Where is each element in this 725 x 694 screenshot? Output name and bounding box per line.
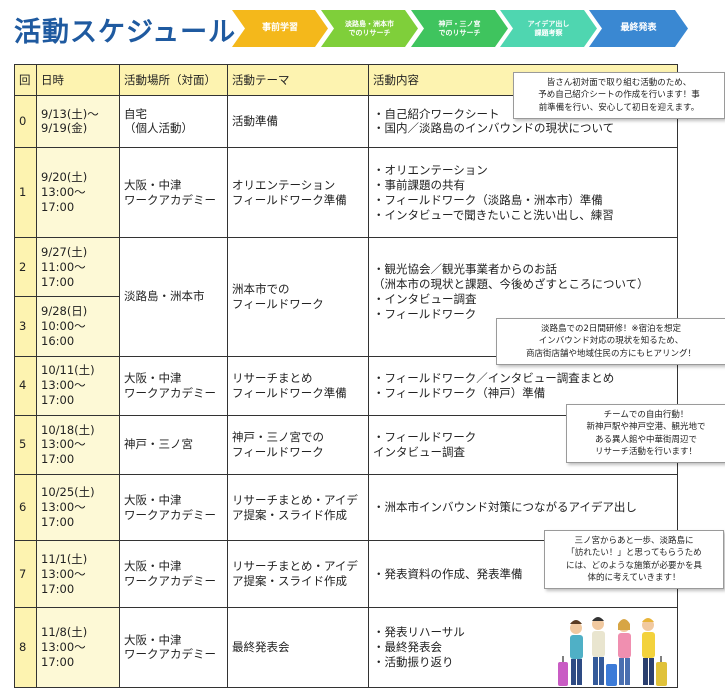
row-theme: リサーチまとめ・アイデ ア提案・スライド作成 (227, 540, 369, 608)
header-theme: 活動テーマ (227, 64, 369, 96)
header-no: 回 (14, 64, 37, 96)
table-row: 0 9/13(土)〜 9/19(金) 自宅 （個人活動） 活動準備 ・自己紹介ワ… (14, 95, 678, 148)
row-theme: 最終発表会 (227, 606, 369, 689)
row-place: 大阪・中津 ワークアカデミー (119, 606, 228, 689)
row-no: 3 (14, 296, 37, 357)
travelers-illustration (558, 617, 667, 686)
row-place: 神戸・三ノ宮 (119, 414, 228, 476)
row-date: 9/28(日) 10:00〜16:00 (36, 296, 120, 357)
row-place: 大阪・中津 ワークアカデミー (119, 474, 228, 542)
row-date: 10/11(土) 13:00〜17:00 (36, 355, 120, 416)
page-title: 活動スケジュール (14, 17, 237, 48)
row-theme: 活動準備 (227, 95, 369, 148)
row-no: 0 (14, 95, 37, 148)
flow-step-pre-study: 事前学習 (232, 10, 328, 47)
row-no: 6 (14, 474, 37, 542)
row-place: 大阪・中津 ワークアカデミー (119, 355, 228, 416)
row-no: 8 (14, 606, 37, 689)
note-awaji-training: 淡路島での2日間研修！※宿泊を想定 インバウンド対応の現状を知るため、 商店街店… (496, 318, 725, 365)
row-date: 9/20(土) 13:00〜17:00 (36, 146, 120, 239)
row-no: 7 (14, 540, 37, 608)
row-theme: リサーチまとめ・アイデ ア提案・スライド作成 (227, 474, 369, 542)
note-kobe-activity: チームでの自由行動！ 新神戸駅や神戸空港、観光地で ある異人館や中華街周辺で リ… (566, 404, 725, 464)
row-date: 10/18(土) 13:00〜17:00 (36, 414, 120, 476)
row-theme: 洲本市での フィールドワーク (227, 237, 369, 357)
flow-step-awaji-research: 淡路島・洲本市 でのリサーチ (321, 10, 418, 47)
row-date: 9/27(土) 11:00〜17:00 (36, 237, 120, 298)
table-row: 5 10/18(土) 13:00〜17:00 神戸・三ノ宮 神戸・三ノ宮での フ… (14, 414, 678, 476)
row-date: 11/1(土) 13:00〜17:00 (36, 540, 120, 608)
header-place: 活動場所（対面） (119, 64, 228, 96)
row-no: 5 (14, 414, 37, 476)
row-date: 9/13(土)〜 9/19(金) (36, 95, 120, 148)
row-no: 2 (14, 237, 37, 298)
row-no: 1 (14, 146, 37, 239)
row-theme: 神戸・三ノ宮での フィールドワーク (227, 414, 369, 476)
process-flow: 事前学習 淡路島・洲本市 でのリサーチ 神戸・三ノ宮 でのリサーチ アイデア出し… (232, 10, 692, 47)
schedule-table: 回 日時 活動場所（対面） 活動テーマ 活動内容 0 9/13(土)〜 9/19… (14, 64, 678, 689)
note-self-intro: 皆さん初対面で取り組む活動のため、 予め自己紹介シートの作成を行います！事 前準… (513, 72, 725, 119)
row-date: 10/25(土) 13:00〜17:00 (36, 474, 120, 542)
row-place: 大阪・中津 ワークアカデミー (119, 540, 228, 608)
table-row: 6 10/25(土) 13:00〜17:00 大阪・中津 ワークアカデミー リサ… (14, 474, 678, 542)
row-theme: リサーチまとめ フィールドワーク準備 (227, 355, 369, 416)
row-content: ・フィールドワーク インタビュー調査 (368, 414, 678, 476)
table-row: 3 9/28(日) 10:00〜16:00 (14, 296, 678, 357)
row-place: 淡路島・洲本市 (119, 237, 228, 357)
flow-step-kobe-research: 神戸・三ノ宮 でのリサーチ (411, 10, 508, 47)
flow-step-final: 最終発表 (589, 10, 688, 47)
row-place: 自宅 （個人活動） (119, 95, 228, 148)
row-content: ・オリエンテーション ・事前課題の共有 ・フィールドワーク（淡路島・洲本市）準備… (368, 146, 678, 239)
table-row: 2 9/27(土) 11:00〜17:00 淡路島・洲本市 洲本市での フィール… (14, 237, 678, 357)
flow-step-ideas: アイデア出し 課題考察 (500, 10, 597, 47)
row-no: 4 (14, 355, 37, 416)
table-row: 1 9/20(土) 13:00〜17:00 大阪・中津 ワークアカデミー オリエ… (14, 146, 678, 239)
row-date: 11/8(土) 13:00〜17:00 (36, 606, 120, 689)
note-idea-planning: 三ノ宮からあと一歩、淡路島に 「訪れたい！」と思ってもらうため には、どのような… (544, 530, 724, 590)
row-place: 大阪・中津 ワークアカデミー (119, 146, 228, 239)
table-row: 4 10/11(土) 13:00〜17:00 大阪・中津 ワークアカデミー リサ… (14, 355, 678, 416)
header-date: 日時 (36, 64, 120, 96)
row-theme: オリエンテーション フィールドワーク準備 (227, 146, 369, 239)
